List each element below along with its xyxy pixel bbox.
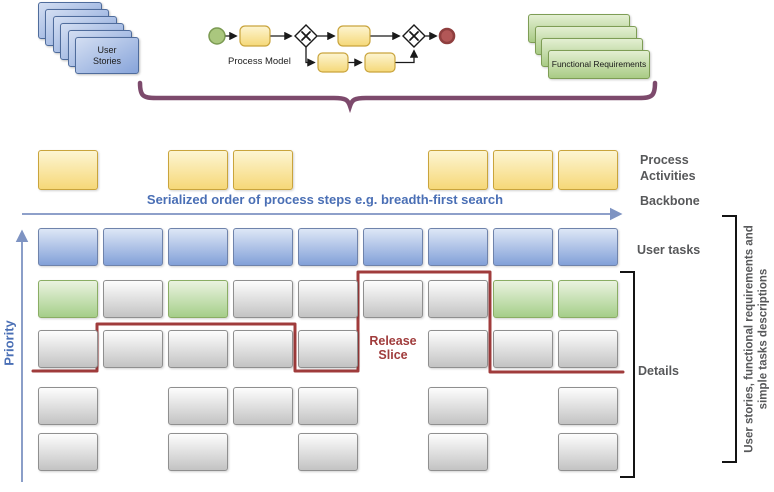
functional-requirements-card: Functional Requirements [548, 50, 650, 79]
grid-box-user-tasks-col9 [558, 228, 618, 266]
release-slice-label: Release Slice [369, 334, 417, 362]
grid-box-backbone-col4 [233, 150, 293, 190]
grid-box-details-4-col3 [168, 433, 228, 471]
priority-axis-label: Priority [1, 320, 17, 366]
grid-box-user-tasks-col1 [38, 228, 98, 266]
task-shape [337, 25, 371, 47]
brace [137, 80, 658, 114]
grid-box-details-3-col5 [298, 387, 358, 425]
grid-box-details-1-col1 [38, 280, 98, 318]
grid-box-details-2-col3 [168, 330, 228, 368]
grid-box-details-2-col5 [298, 330, 358, 368]
grid-box-user-tasks-col5 [298, 228, 358, 266]
grid-box-details-2-col4 [233, 330, 293, 368]
grid-box-user-tasks-col2 [103, 228, 163, 266]
grid-box-backbone-col3 [168, 150, 228, 190]
process-model [208, 24, 456, 73]
process-model-label: Process Model [228, 56, 291, 67]
grid-box-details-2-col9 [558, 330, 618, 368]
user-stories-label: User Stories [92, 45, 121, 66]
side-note-text: User stories, functional requirements an… [743, 225, 770, 453]
grid-box-user-tasks-col4 [233, 228, 293, 266]
grid-box-user-tasks-col7 [428, 228, 488, 266]
start-event-icon [208, 27, 226, 45]
grid-box-user-tasks-col6 [363, 228, 423, 266]
grid-box-details-3-col3 [168, 387, 228, 425]
grid-box-details-1-col5 [298, 280, 358, 318]
task-shape [364, 52, 396, 73]
grid-box-details-1-col3 [168, 280, 228, 318]
task-shape [239, 25, 271, 47]
grid-box-details-1-col6 [363, 280, 423, 318]
grid-box-details-1-col9 [558, 280, 618, 318]
functional-requirements-label: Functional Requirements [551, 59, 647, 70]
user-tasks-label: User tasks [637, 243, 701, 257]
grid-box-details-1-col7 [428, 280, 488, 318]
grid-box-details-1-col2 [103, 280, 163, 318]
grid-box-details-3-col4 [233, 387, 293, 425]
grid-box-details-2-col2 [103, 330, 163, 368]
grid-box-details-4-col7 [428, 433, 488, 471]
grid-box-details-3-col7 [428, 387, 488, 425]
grid-box-user-tasks-col3 [168, 228, 228, 266]
grid-box-backbone-col9 [558, 150, 618, 190]
grid-box-user-tasks-col8 [493, 228, 553, 266]
grid-box-details-4-col9 [558, 433, 618, 471]
grid-box-details-1-col8 [493, 280, 553, 318]
grid-box-details-2-col8 [493, 330, 553, 368]
serialized-order-text: Serialized order of process steps e.g. b… [146, 192, 504, 207]
end-event-icon [438, 27, 456, 45]
details-bracket [620, 271, 635, 478]
side-note-bracket [722, 215, 737, 463]
user-stories-card: User Stories [75, 37, 139, 74]
grid-box-details-2-col1 [38, 330, 98, 368]
grid-box-details-3-col1 [38, 387, 98, 425]
grid-box-details-4-col1 [38, 433, 98, 471]
grid-box-backbone-col7 [428, 150, 488, 190]
backbone-label: Process Activities Backbone [640, 153, 700, 208]
task-shape [317, 52, 349, 73]
grid-box-details-1-col4 [233, 280, 293, 318]
grid-box-backbone-col8 [493, 150, 553, 190]
grid-box-details-2-col7 [428, 330, 488, 368]
details-label: Details [638, 364, 679, 378]
grid-box-backbone-col1 [38, 150, 98, 190]
grid-box-details-3-col9 [558, 387, 618, 425]
grid-box-details-4-col5 [298, 433, 358, 471]
